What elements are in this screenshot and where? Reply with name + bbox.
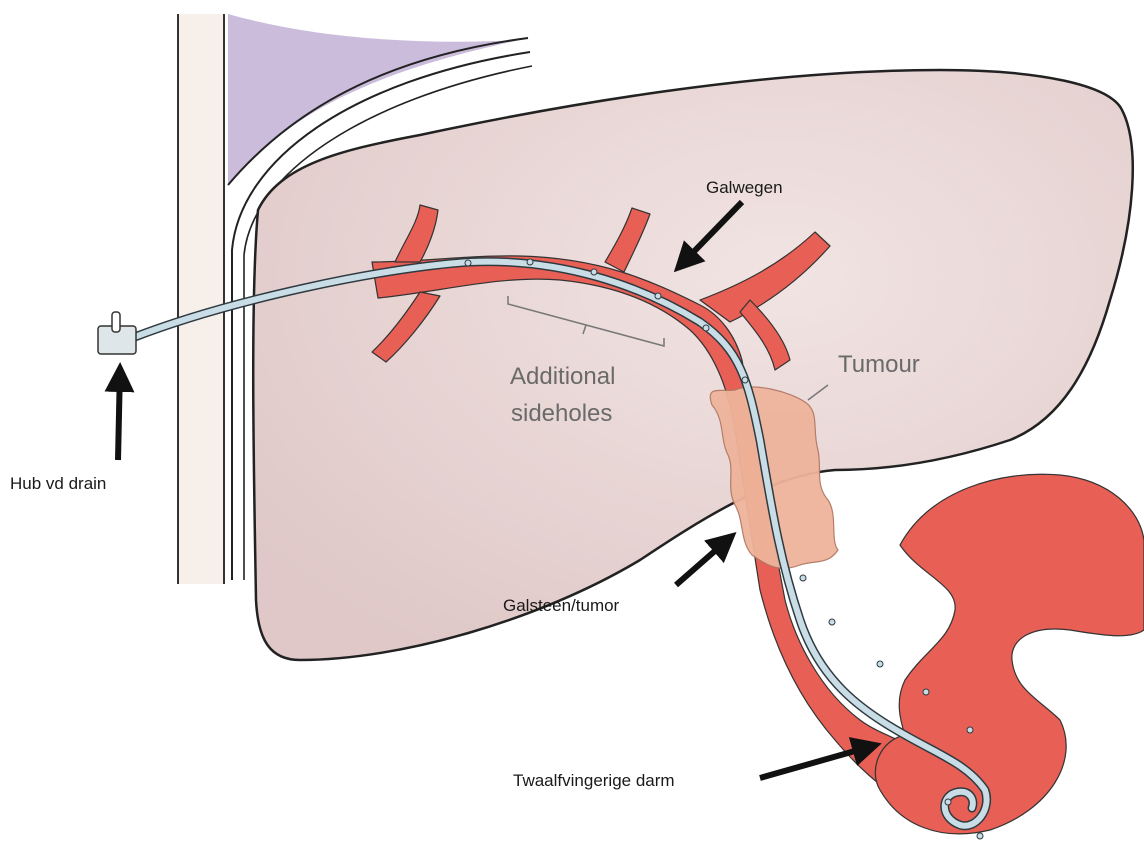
label-tumour: Tumour — [838, 351, 920, 378]
drain-hub — [98, 312, 136, 354]
label-hub: Hub vd drain — [10, 474, 106, 493]
arrow-hub — [118, 368, 120, 460]
label-additional: Additional — [510, 363, 615, 390]
duodenum — [875, 474, 1144, 834]
body-wall — [178, 14, 224, 584]
label-galwegen: Galwegen — [706, 178, 783, 197]
label-duodenum: Twaalfvingerige darm — [513, 771, 675, 790]
label-stone-tumor: Galsteen/tumor — [503, 596, 620, 615]
label-sideholes: sideholes — [511, 400, 612, 427]
arrow-stone — [676, 536, 732, 585]
